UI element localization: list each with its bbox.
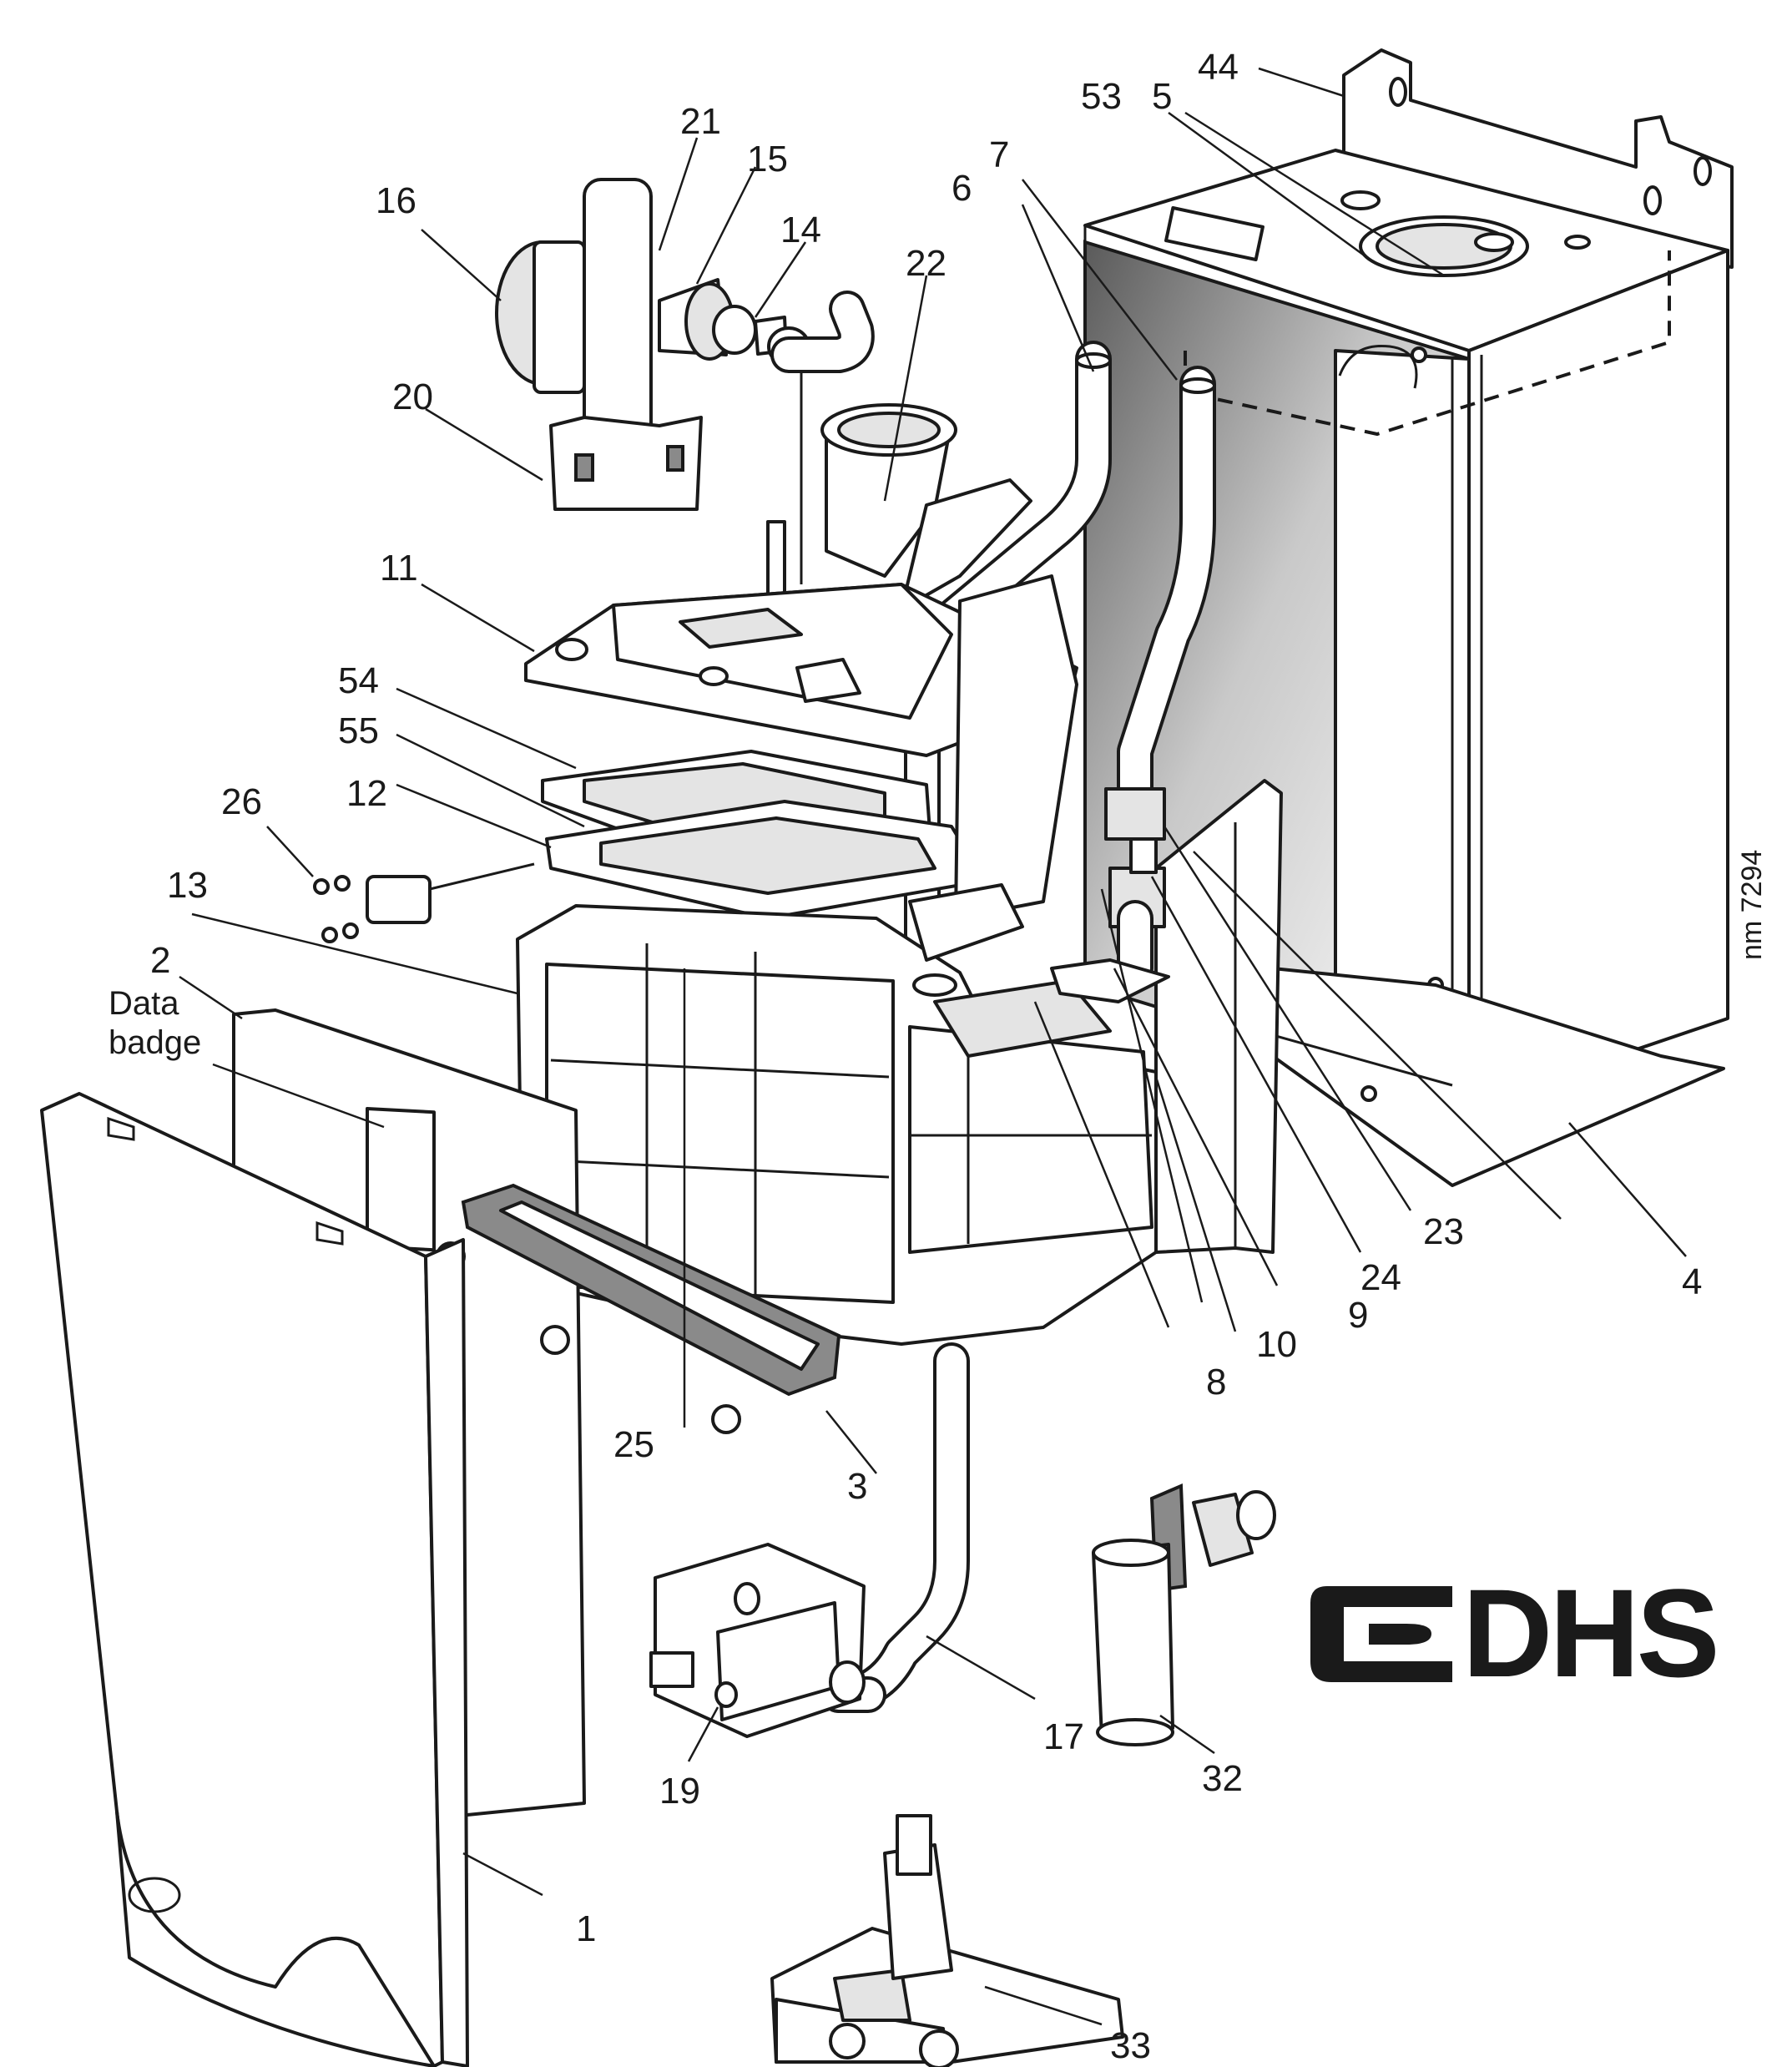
reference-code: nm 7294 bbox=[1736, 850, 1768, 960]
gas-valve bbox=[649, 1543, 866, 1738]
callout-13: 13 bbox=[167, 865, 208, 906]
callout-1: 1 bbox=[576, 1908, 596, 1949]
control-box bbox=[770, 1814, 1124, 2067]
front-cover bbox=[40, 1092, 469, 2067]
callout-55: 55 bbox=[338, 710, 379, 751]
condensate-trap bbox=[1092, 1483, 1276, 1746]
wall-mounting-bracket bbox=[1342, 48, 1734, 269]
callout-19: 19 bbox=[659, 1771, 700, 1812]
leader-lines bbox=[179, 67, 1687, 2026]
callout-53: 53 bbox=[1081, 76, 1122, 117]
gasket-chamber bbox=[545, 800, 987, 920]
callout-3: 3 bbox=[847, 1466, 867, 1507]
callout-20: 20 bbox=[392, 377, 433, 417]
flue-hood bbox=[766, 403, 1032, 611]
callout-54: 54 bbox=[338, 660, 379, 701]
flow-valves bbox=[1050, 787, 1170, 1003]
dhs-logo-text: DHS bbox=[1462, 1563, 1717, 1703]
data-badge-label-line2: badge bbox=[109, 1024, 201, 1061]
ignition-electrode bbox=[313, 862, 535, 943]
callout-6: 6 bbox=[952, 168, 972, 209]
callout-33: 33 bbox=[1110, 2025, 1151, 2066]
callout-23: 23 bbox=[1423, 1211, 1464, 1252]
callout-7: 7 bbox=[989, 134, 1009, 175]
data-badge-note: Data badge bbox=[109, 985, 201, 1061]
callout-4: 4 bbox=[1682, 1261, 1702, 1302]
combustion-chamber-lid bbox=[524, 583, 1078, 757]
callout-14: 14 bbox=[780, 210, 821, 250]
callout-22: 22 bbox=[906, 243, 946, 284]
callout-11: 11 bbox=[380, 548, 418, 589]
callout-17: 17 bbox=[1043, 1716, 1084, 1757]
callout-44: 44 bbox=[1198, 47, 1239, 88]
callout-26: 26 bbox=[221, 781, 262, 822]
callout-15: 15 bbox=[747, 139, 788, 179]
callout-21: 21 bbox=[680, 101, 721, 142]
fan-assembly bbox=[495, 178, 875, 584]
callout-32: 32 bbox=[1202, 1758, 1243, 1799]
callout-25: 25 bbox=[613, 1424, 654, 1465]
dhs-logo: DHS bbox=[1310, 1563, 1720, 1703]
burner-bar bbox=[436, 1183, 841, 1434]
callout-16: 16 bbox=[376, 180, 416, 221]
dhs-logo-mark bbox=[1310, 1586, 1452, 1682]
callout-12: 12 bbox=[346, 773, 387, 814]
side-panel bbox=[1154, 779, 1283, 1254]
callout-10: 10 bbox=[1256, 1324, 1297, 1365]
heat-exchanger bbox=[908, 574, 1078, 997]
callout-labels: 1 2 3 4 5 6 7 8 9 10 11 12 13 14 15 16 1… bbox=[150, 47, 1702, 2066]
callout-5: 5 bbox=[1152, 76, 1172, 117]
data-badge-label-line1: Data bbox=[109, 985, 179, 1022]
callout-24: 24 bbox=[1360, 1257, 1401, 1298]
callout-2: 2 bbox=[150, 940, 170, 981]
callout-8: 8 bbox=[1206, 1362, 1226, 1402]
callout-9: 9 bbox=[1348, 1295, 1368, 1336]
